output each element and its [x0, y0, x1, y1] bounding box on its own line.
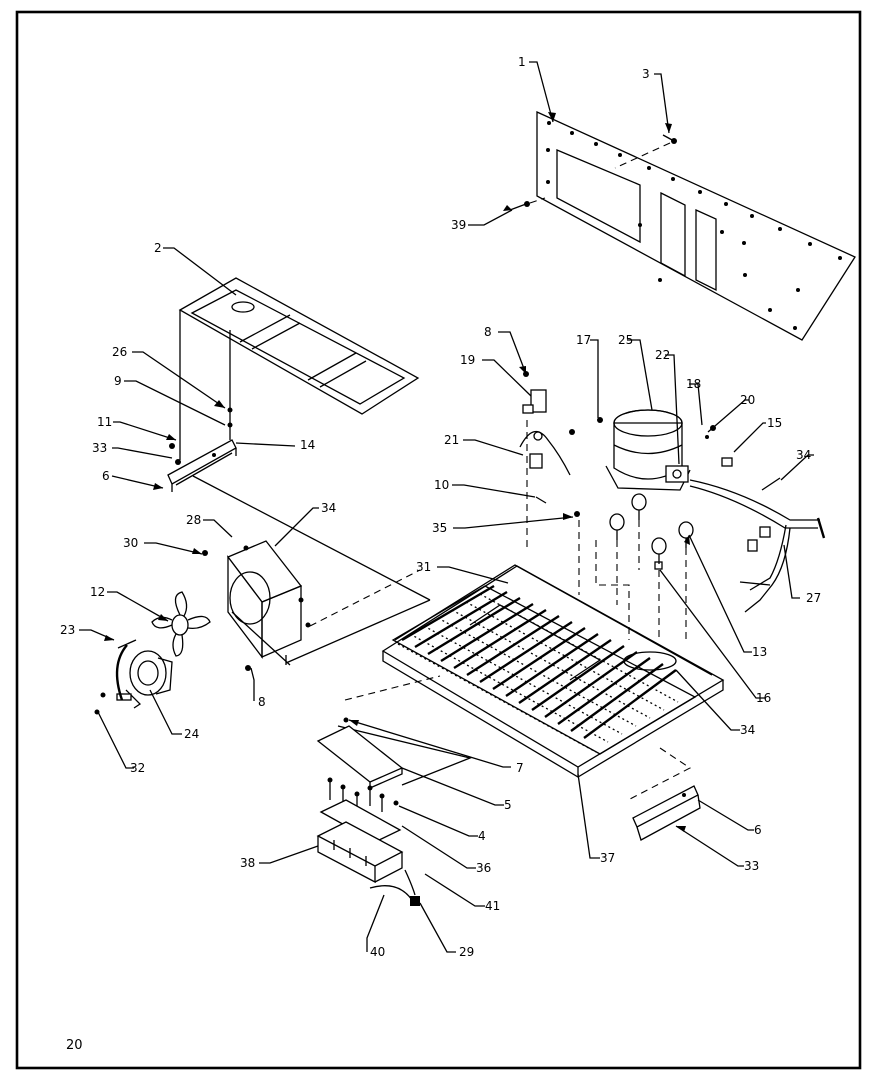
callout-3: 3 [642, 67, 650, 81]
callout-38: 38 [240, 856, 255, 870]
callout-2: 2 [154, 241, 162, 255]
callout-34: 34 [321, 501, 336, 515]
alignment-lines [192, 420, 692, 801]
wiring-harness-27 [689, 425, 826, 613]
fan-motor-24 [116, 650, 173, 709]
grommets [609, 493, 694, 570]
callout-4: 4 [478, 829, 486, 843]
callout-5: 5 [504, 798, 512, 812]
callout-29: 29 [459, 945, 474, 959]
callout-19: 19 [460, 353, 475, 367]
callout-labels: 1 3 39 2 26 9 11 33 6 14 28 34 30 12 23 … [60, 55, 821, 959]
callout-6: 6 [102, 469, 110, 483]
callout-40: 40 [370, 945, 385, 959]
callout-20: 20 [740, 393, 755, 407]
callout-10: 10 [434, 478, 449, 492]
page-frame [15, 10, 862, 1070]
screw-39 [509, 197, 546, 211]
callout-36: 36 [476, 861, 491, 875]
bracket-6-left [167, 407, 237, 492]
callout-37: 37 [600, 851, 615, 865]
callout-32: 32 [130, 761, 145, 775]
compressor-25 [569, 409, 691, 491]
callout-8: 8 [258, 695, 266, 709]
callout-31: 31 [416, 560, 431, 574]
callout-6: 6 [754, 823, 762, 837]
rear-panel [536, 110, 856, 341]
callout-27: 27 [806, 591, 821, 605]
callout-41: 41 [485, 899, 500, 913]
leader-arrows [104, 112, 690, 832]
callout-24: 24 [184, 727, 199, 741]
motor-bracket-23 [115, 639, 137, 701]
page-number: 20 [66, 1038, 83, 1053]
wire-40-41 [369, 869, 420, 906]
callout-34: 34 [740, 723, 755, 737]
callout-7: 7 [516, 761, 524, 775]
callout-17: 17 [576, 333, 591, 347]
screw-3 [614, 134, 677, 169]
callout-22: 22 [655, 348, 670, 362]
callout-23: 23 [60, 623, 75, 637]
callout-33: 33 [92, 441, 107, 455]
callout-26: 26 [112, 345, 127, 359]
wire-10 [535, 496, 547, 504]
callout-34: 34 [796, 448, 811, 462]
top-cover [178, 277, 420, 460]
callout-14: 14 [300, 438, 315, 452]
callout-30: 30 [123, 536, 138, 550]
callout-21: 21 [444, 433, 459, 447]
overload-21 [519, 430, 571, 476]
callout-1: 1 [518, 55, 526, 69]
callout-35: 35 [432, 521, 447, 535]
callout-11: 11 [97, 415, 112, 429]
callout-28: 28 [186, 513, 201, 527]
screws-4 [327, 777, 399, 812]
callout-13: 13 [752, 645, 767, 659]
callout-18: 18 [686, 377, 701, 391]
condenser-coil [391, 584, 697, 755]
fan-blade-12 [151, 591, 211, 657]
callout-33: 33 [744, 859, 759, 873]
bracket-38 [316, 821, 404, 884]
callout-25: 25 [618, 333, 633, 347]
bracket-6-right [632, 785, 701, 841]
base-pan-37 [381, 564, 725, 778]
callout-12: 12 [90, 585, 105, 599]
fan-shroud-28 [226, 540, 311, 666]
relay-19 [522, 371, 547, 414]
drain-pan-5 [316, 717, 404, 789]
callout-16: 16 [756, 691, 771, 705]
callout-9: 9 [114, 374, 122, 388]
callout-15: 15 [767, 416, 782, 430]
callout-8: 8 [484, 325, 492, 339]
callout-39: 39 [451, 218, 466, 232]
